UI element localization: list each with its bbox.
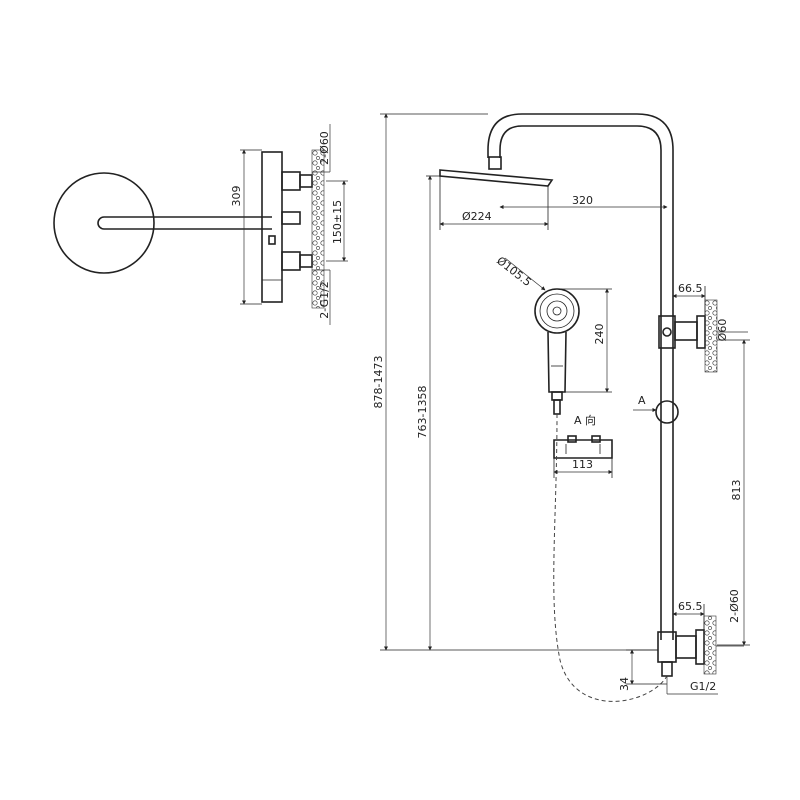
dim-763-1358: 763-1358	[416, 386, 429, 439]
overhead-shower-head	[439, 169, 554, 187]
overhead-arm	[499, 125, 662, 158]
dim-34: 34	[618, 677, 631, 691]
dim-2-phi60-side: 2-Ø60	[318, 131, 331, 165]
dim-phi224: Ø224	[462, 210, 492, 223]
dim-240: 240	[593, 324, 606, 345]
shower-arm	[97, 216, 272, 230]
slider-knob	[655, 400, 679, 424]
dim-813: 813	[730, 480, 743, 501]
dim-309: 309	[230, 186, 243, 207]
handheld-holder	[553, 439, 613, 459]
dim-g12-front: G1/2	[690, 680, 716, 693]
dim-113: 113	[572, 458, 593, 471]
dim-phi105: Ø105.5	[494, 254, 534, 289]
handheld-handle	[547, 331, 567, 393]
dim-320: 320	[572, 194, 593, 207]
front-view: 878-1473 763-1358 Ø224 320 Ø105.5 240 A …	[372, 113, 750, 702]
side-wall-hatch	[311, 149, 325, 309]
dim-phi60-top: Ø60	[716, 319, 729, 342]
top-wall-hatch	[704, 299, 718, 373]
dim-66-5: 66.5	[678, 282, 703, 295]
view-a-label: A 向	[574, 413, 596, 427]
side-view: 309 150±15 2-Ø60 2-G1/2	[53, 124, 348, 325]
side-upper-connector	[281, 171, 301, 191]
dim-65-5: 65.5	[678, 600, 703, 613]
side-lower-connector	[281, 251, 301, 271]
dim-2-phi60-bottom: 2-Ø60	[728, 589, 741, 623]
bottom-wall-hatch	[703, 615, 717, 675]
dim-2-g12-side: 2-G1/2	[318, 281, 331, 319]
dim-150: 150±15	[331, 200, 344, 244]
side-column	[261, 151, 283, 303]
arrow-a-label: A	[638, 394, 646, 407]
hose	[553, 413, 668, 702]
shower-head-disc	[53, 172, 155, 274]
dim-878-1473: 878-1473	[372, 356, 385, 409]
handheld-head-outer	[534, 288, 580, 334]
